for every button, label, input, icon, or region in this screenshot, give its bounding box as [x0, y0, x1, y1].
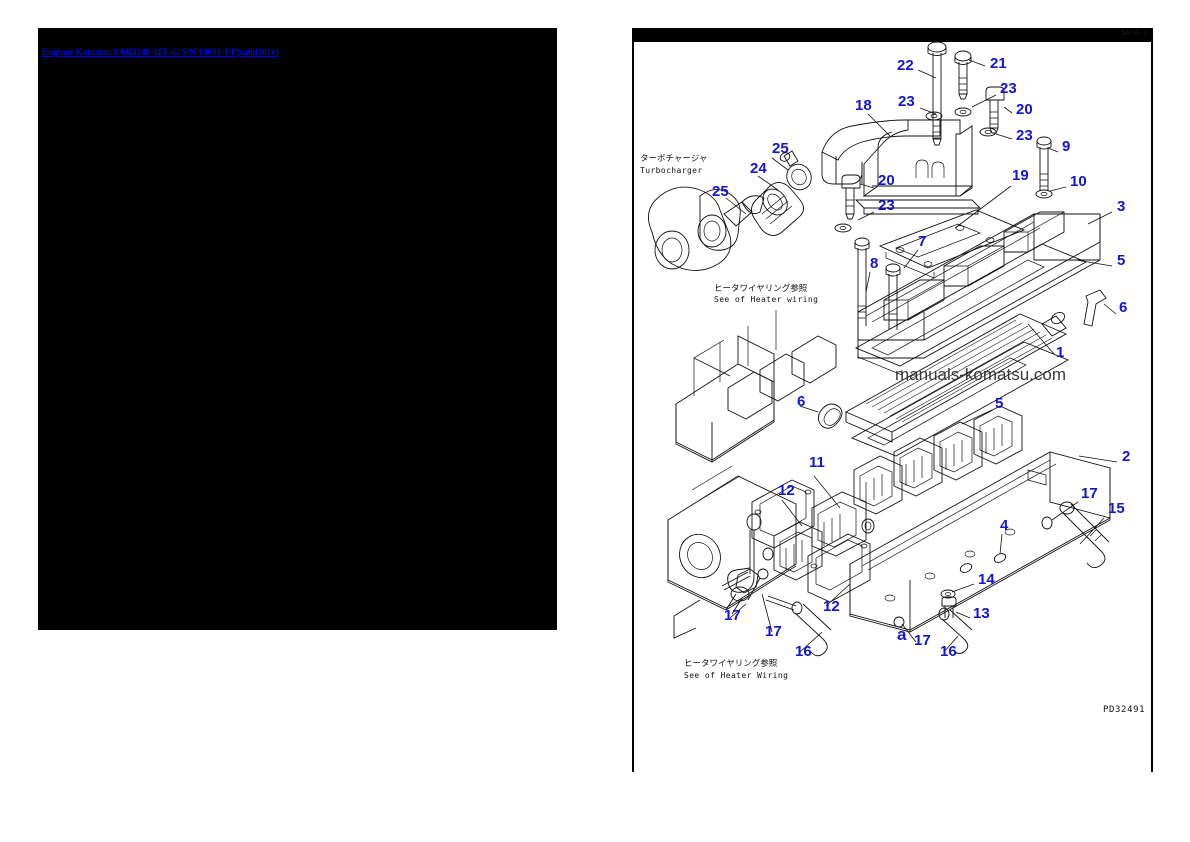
heater-lead-loop [727, 513, 762, 602]
stud-8 [854, 237, 870, 326]
callout-25: 25 [772, 140, 789, 157]
bolt-13 [941, 596, 957, 618]
exploded-parts-illustration: ターボチャージャ Turbocharger ヒータワイヤリング参照 See of… [640, 41, 1145, 715]
callout-24: 24 [750, 160, 767, 177]
heater-wiring-label-jp-2: ヒータワイヤリング参照 [684, 658, 778, 669]
document-preview-panel: Engines Komatsu SA6D140-1FF-G S/N 10001-… [38, 28, 557, 630]
bolt-15 [1059, 501, 1110, 568]
callout-2: 2 [1122, 448, 1130, 465]
manifold-gasket-5-upper [854, 243, 1088, 376]
pin-17-b [747, 568, 769, 601]
manifold-gasket-5-lower [850, 341, 1070, 457]
callout-5: 5 [1117, 252, 1125, 269]
callout-8: 8 [870, 255, 878, 272]
intake-manifold-lower-2 [849, 451, 1111, 633]
bolt-9 [1036, 136, 1052, 191]
callout-23: 23 [1000, 80, 1017, 97]
washer-23-a [954, 107, 972, 117]
callout-13: 13 [973, 605, 990, 622]
callout-18: 18 [855, 97, 872, 114]
rocker-cover [821, 119, 982, 215]
heater-wiring-label-jp-1: ヒータワイヤリング参照 [714, 283, 808, 294]
bolt-20-b [841, 174, 861, 220]
parts-diagram-panel [632, 28, 1153, 772]
intake-connector-group [751, 405, 1023, 603]
callout-17: 17 [765, 623, 782, 640]
mark-a: a [897, 625, 907, 644]
pin-17-d [725, 593, 743, 615]
bolt-20-a [985, 86, 1005, 134]
callout-23: 23 [898, 93, 915, 110]
washer-23-c [979, 127, 997, 137]
leader-lines [725, 59, 1118, 653]
callout-3: 3 [1117, 198, 1125, 215]
callout-19: 19 [1012, 167, 1029, 184]
document-title-link[interactable]: Engines Komatsu SA6D140-1FF-G S/N 10001-… [42, 47, 279, 57]
washer-23-b [925, 111, 943, 121]
callout-5: 5 [995, 395, 1003, 412]
pin-17-a [1041, 516, 1053, 530]
diagram-header-code: SA-0-1 [1121, 30, 1147, 38]
callout-12: 12 [778, 482, 795, 499]
washer-4 [993, 553, 1007, 563]
intake-heater-1 [844, 311, 1068, 443]
stud-7 [885, 263, 901, 330]
fastener-group [721, 41, 1110, 657]
callout-11: 11 [809, 454, 825, 471]
callout-20: 20 [1016, 101, 1033, 118]
callout-6: 6 [1119, 299, 1127, 316]
callout-12: 12 [823, 598, 840, 615]
callout-15: 15 [1108, 500, 1125, 517]
washer-4b [959, 563, 973, 573]
bolt-16-a [791, 601, 832, 657]
callout-25: 25 [712, 183, 729, 200]
clip-6-a [1083, 289, 1107, 327]
callout-17: 17 [724, 607, 741, 624]
cylinder-head-block [667, 310, 837, 639]
callout-21: 21 [990, 55, 1007, 72]
callout-16: 16 [795, 643, 812, 660]
callout-23: 23 [1016, 127, 1033, 144]
clip-6-b [817, 403, 843, 429]
callout-6: 6 [797, 393, 805, 410]
callout-4: 4 [1000, 517, 1009, 534]
pin-17-c [893, 616, 905, 628]
callout-7: 7 [918, 233, 926, 250]
bolt-16-b [938, 607, 973, 654]
callout-1: 1 [1056, 344, 1064, 361]
diagram-header-bar: SA-0-1 [632, 28, 1153, 42]
bolt-21 [954, 50, 972, 100]
callout-16: 16 [940, 643, 957, 660]
callout-17: 17 [914, 632, 931, 649]
watermark: manuals-komatsu.com [895, 365, 1066, 384]
heater-wiring-label-en-2: See of Heater Wiring [684, 671, 788, 680]
washer-14 [940, 589, 956, 599]
callout-20: 20 [878, 172, 895, 189]
callout-9: 9 [1062, 138, 1070, 155]
gasket-plate-19 [878, 209, 1026, 279]
figure-code: PD32491 [1103, 705, 1145, 715]
heater-wiring-label-en-1: See of Heater wiring [714, 295, 818, 304]
turbocharger-assembly [647, 150, 812, 271]
callout-23: 23 [878, 197, 895, 214]
turbocharger-label-en: Turbocharger [640, 166, 703, 175]
washer-23-d [834, 223, 852, 233]
callout-10: 10 [1070, 173, 1087, 190]
washer-10 [1035, 189, 1053, 199]
callout-14: 14 [978, 571, 995, 588]
callout-17: 17 [1081, 485, 1098, 502]
callout-22: 22 [897, 57, 914, 74]
bolt-22 [927, 41, 947, 146]
intake-manifold-upper [857, 211, 1101, 359]
turbocharger-label-jp: ターボチャージャ [640, 154, 707, 164]
